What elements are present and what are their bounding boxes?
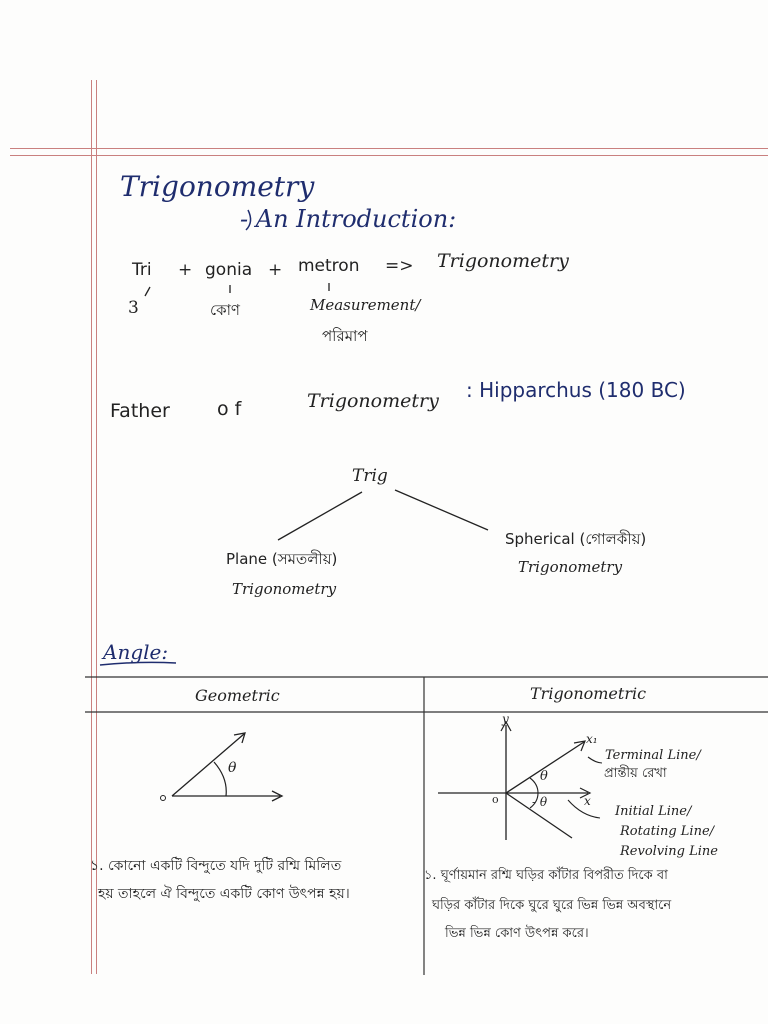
meaning-angle: কোণ xyxy=(210,301,240,319)
father-label: Father xyxy=(110,400,170,422)
left-note-line1: ১. কোনো একটি বিন্দুতে যদি দুটি রশ্মি মিল… xyxy=(90,858,342,874)
right-note-line2: ঘড়ির কাঁটার দিকে ঘুরে ঘুরে ভিন্ন ভিন্ন … xyxy=(432,898,672,913)
tree-right-line2: Trigonometry xyxy=(518,558,623,576)
plus-sign-2: + xyxy=(268,260,283,280)
trig-theta: θ xyxy=(540,769,548,784)
top-rule-line xyxy=(10,148,768,149)
of-label: of xyxy=(217,398,248,420)
meaning-measurement: Measurement/ xyxy=(310,296,421,314)
tree-left-text: Plane (সমতলীয়) xyxy=(226,550,338,568)
word-tri: Tri xyxy=(132,260,152,280)
meaning-measurement-bn: পরিমাপ xyxy=(322,327,368,345)
tree-left-line1: Plane (সমতলীয়) xyxy=(226,548,337,573)
page-subtitle: - An Introduction: xyxy=(240,205,457,233)
arrow-sign: => xyxy=(385,256,414,276)
geometric-theta: θ xyxy=(228,760,237,776)
right-note-line3: ভিন্ন ভিন্ন কোণ উৎপন্ন করে। xyxy=(445,926,589,941)
word-metron: metron xyxy=(298,256,360,276)
top-rule-line-2 xyxy=(10,155,768,156)
table-header-geometric: Geometric xyxy=(195,686,280,705)
meaning-three: 3 xyxy=(128,298,139,318)
table-header-trigonometric: Trigonometric xyxy=(530,684,647,703)
rotating-line-label: Rotating Line/ xyxy=(620,824,715,839)
word-trigonometry: Trigonometry xyxy=(437,250,569,272)
tree-root: Trig xyxy=(352,466,388,486)
axis-y-label: y xyxy=(502,712,509,726)
margin-line-2 xyxy=(96,80,97,974)
axis-x1-label: x₁ xyxy=(586,732,598,746)
trig-neg-theta: - θ xyxy=(532,795,548,809)
father-trig-label: Trigonometry xyxy=(307,390,439,412)
father-name: : Hipparchus (180 BC) xyxy=(466,378,686,402)
axis-x-label: x xyxy=(584,794,591,808)
terminal-line-bn: প্রান্তীয় রেখা xyxy=(604,766,667,781)
terminal-line-label: Terminal Line/ xyxy=(605,748,701,763)
right-note-line1: ১. ঘূর্ণায়মান রশ্মি ঘড়ির কাঁটার বিপরীত… xyxy=(424,868,668,883)
plus-sign: + xyxy=(178,260,193,280)
angle-heading: Angle: xyxy=(103,640,169,664)
tree-left-line2: Trigonometry xyxy=(232,580,337,598)
word-gonia: gonia xyxy=(205,260,253,280)
tree-right-text: Spherical (গোলকীয়) xyxy=(505,530,647,548)
initial-line-label: Initial Line/ xyxy=(615,804,692,819)
page-title: Trigonometry xyxy=(120,170,315,203)
revolving-line-label: Revolving Line xyxy=(620,844,718,859)
tree-right-line1: Spherical (গোলকীয়) xyxy=(505,528,646,553)
left-note-line2: হয় তাহলে ঐ বিন্দুতে একটি কোণ উৎপন্ন হয়… xyxy=(98,886,350,902)
margin-line xyxy=(91,80,92,974)
origin-label: o xyxy=(492,793,499,806)
